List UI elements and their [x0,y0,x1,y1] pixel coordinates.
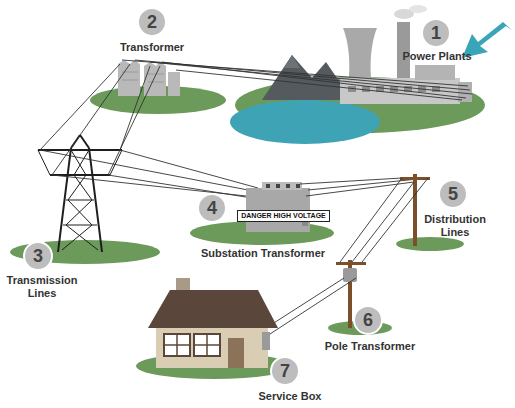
callout-group: 5Distribution Lines [416,179,494,239]
part-label: Service Box [245,390,335,403]
part-label: Transformer [104,41,200,54]
callout-number: 4 [197,193,227,223]
callout-number: 3 [23,241,53,271]
callout-group: 7Service Box [245,356,335,403]
callout-number: 7 [270,356,300,386]
callout-number: 6 [353,305,383,335]
part-label: Distribution Lines [416,213,494,239]
callout-group: 2Transformer [104,7,200,54]
part-label: Transmission Lines [2,274,82,300]
callout-group: 3Transmission Lines [2,241,82,300]
callout-number: 1 [421,18,451,48]
part-label: Pole Transformer [315,340,425,353]
callout-group: 4Substation Transformer [193,193,333,260]
callout-group: 6Pole Transformer [315,305,425,353]
callout-group: 1Power Plants [389,18,485,63]
warning-sign: DANGER HIGH VOLTAGE [237,210,330,222]
sign-text: DANGER HIGH VOLTAGE [240,212,327,220]
callout-number: 5 [438,179,468,209]
part-label: Substation Transformer [193,247,333,260]
callout-number: 2 [137,7,167,37]
part-label: Power Plants [389,50,485,63]
